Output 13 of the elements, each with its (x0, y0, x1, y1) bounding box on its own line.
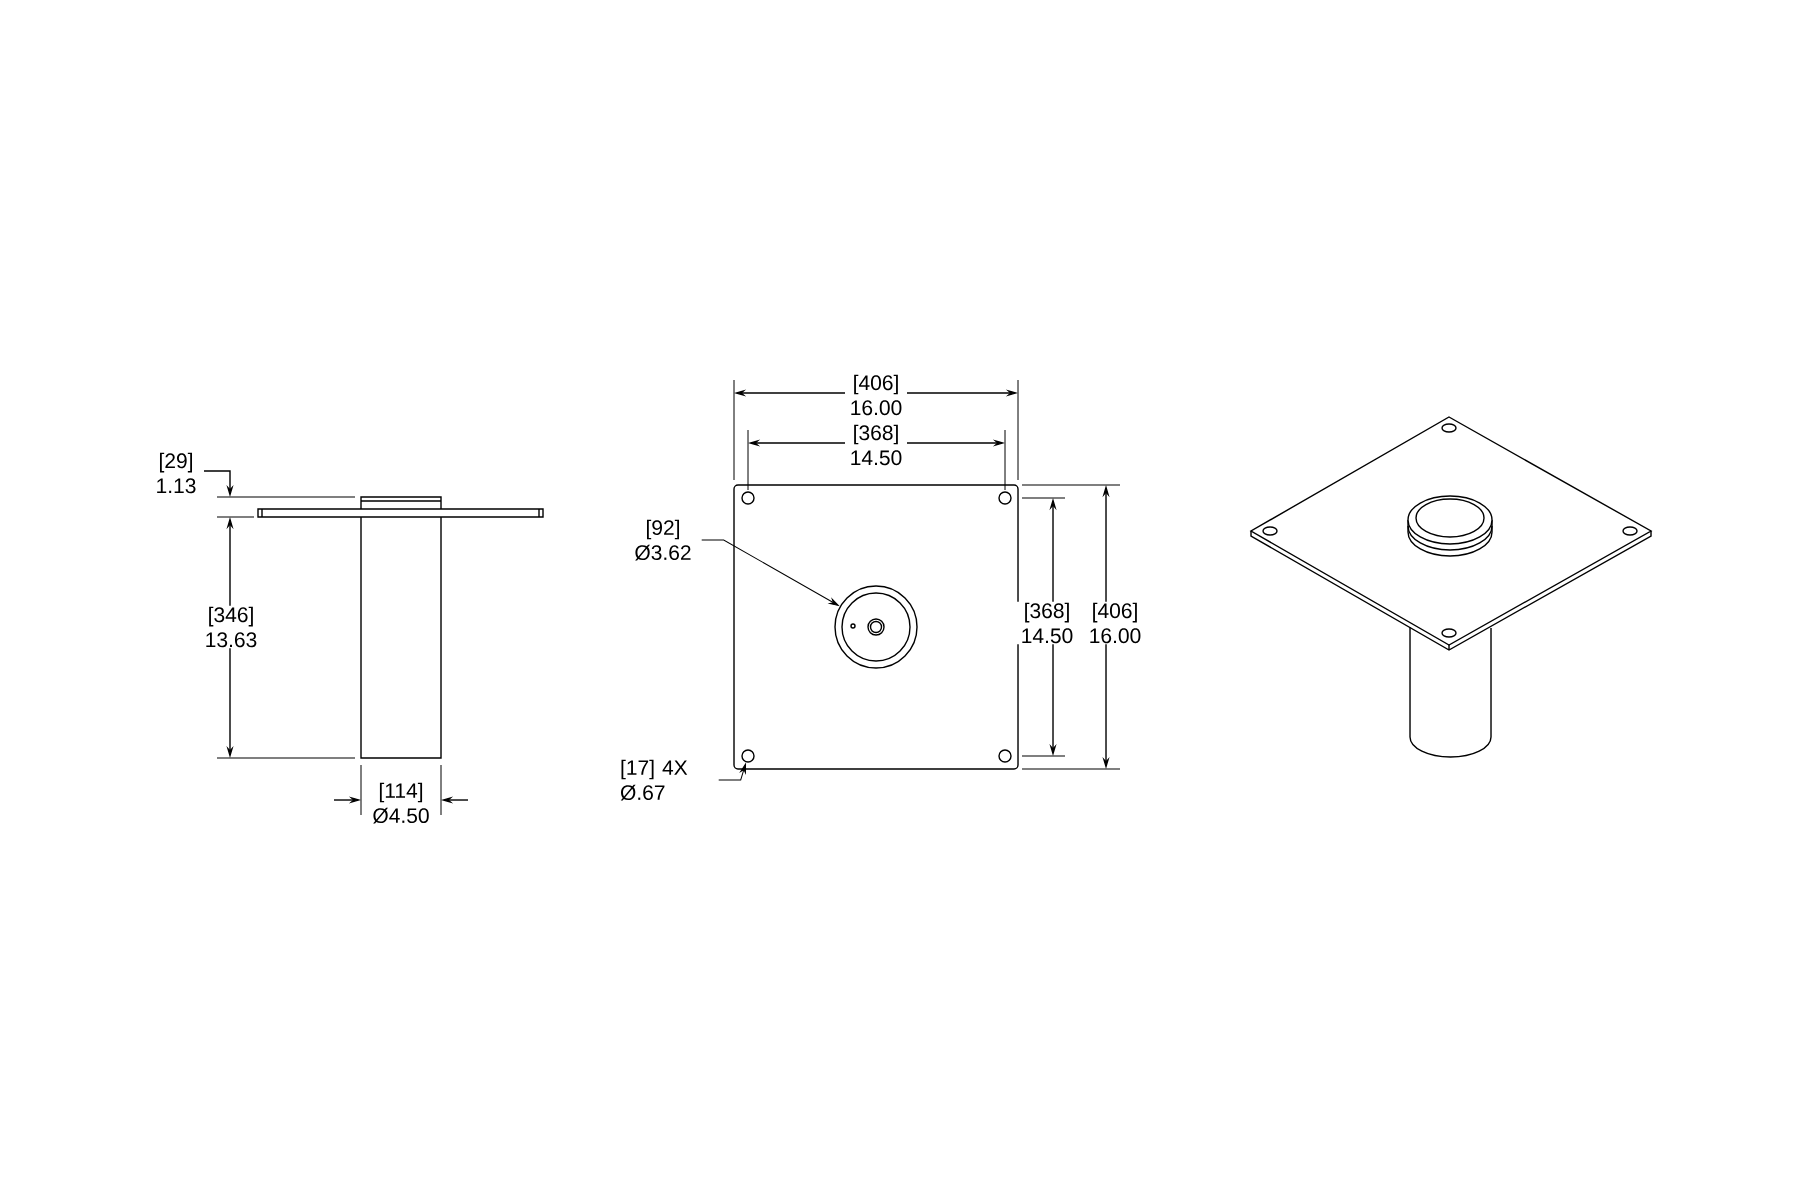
dimension-label: [368] 14.50 (845, 423, 907, 467)
leader-text: [92] Ø3.62 (635, 519, 691, 561)
leader-line (718, 763, 747, 781)
dimension-label: [346] 13.63 (200, 605, 262, 649)
dimension-label: [368] 14.50 (1016, 601, 1078, 645)
dimension-label: [114] Ø4.50 (370, 781, 432, 825)
mounting-hole (741, 749, 755, 763)
leader-text: [17] 4X Ø.67 (620, 759, 688, 801)
dimension-label: [406] 16.00 (1084, 601, 1146, 645)
leader-line (701, 539, 839, 606)
ring-outline (834, 585, 918, 669)
dimension-label: [406] 16.00 (845, 373, 907, 417)
dimension-label: [29] 1.13 (157, 452, 196, 494)
